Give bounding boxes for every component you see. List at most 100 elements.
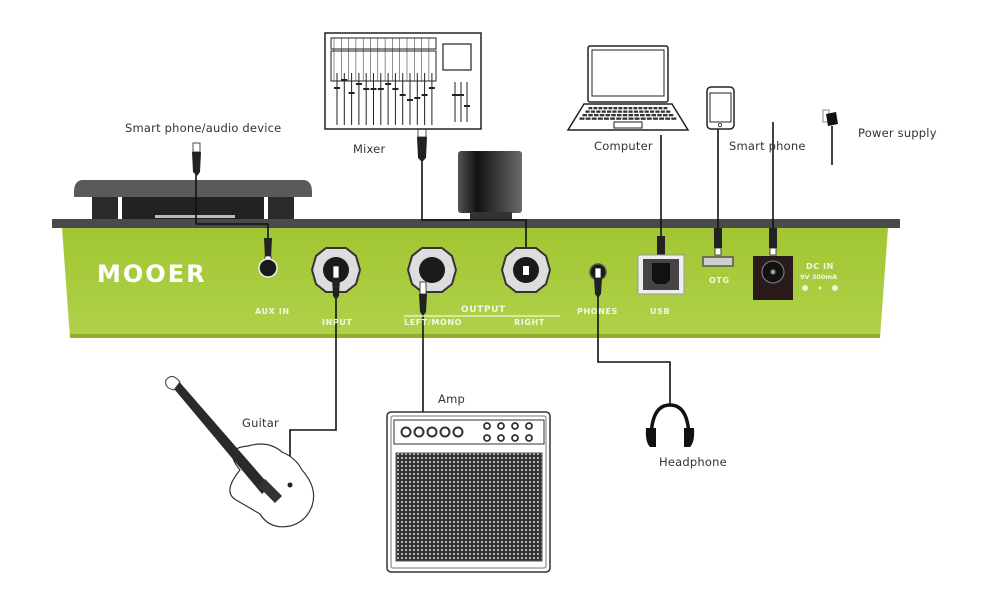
usb-port (637, 254, 685, 295)
laptop-key (588, 107, 593, 110)
amp-knob (413, 426, 425, 438)
amp-small-knob (483, 434, 491, 442)
laptop-key (622, 117, 628, 120)
laptop-key (639, 110, 644, 113)
mixer-icon (324, 32, 482, 130)
port-label-left-mono: LEFT/MONO (404, 318, 463, 327)
power-supply-icon (822, 109, 838, 165)
laptop-key (634, 114, 639, 117)
laptop-key (604, 117, 609, 120)
laptop-key (611, 114, 616, 117)
amp-small-knob (483, 422, 491, 430)
laptop-key (607, 110, 612, 113)
polarity-dot-icon (818, 286, 822, 290)
dc-in-port (753, 256, 793, 300)
laptop-key (617, 110, 622, 113)
laptop-key (646, 117, 652, 120)
panel-bottom-edge (70, 334, 880, 338)
laptop-key (663, 114, 668, 117)
laptop-key (618, 107, 623, 110)
laptop-key (613, 107, 618, 110)
port-label-aux-in: AUX IN (255, 307, 290, 316)
aux-cable (195, 170, 269, 240)
laptop-key (671, 117, 677, 120)
output-left-jack (406, 247, 458, 293)
mixer-cable (421, 150, 527, 255)
laptop-key (665, 117, 671, 120)
laptop-key (628, 107, 633, 110)
laptop-key (590, 110, 596, 113)
laptop-key (612, 110, 617, 113)
laptop-key (591, 117, 597, 120)
amp-small-knob (525, 434, 533, 442)
expression-knob (458, 151, 522, 219)
laptop-key (650, 110, 655, 113)
laptop-key (596, 110, 601, 113)
port-label-phones: PHONES (577, 307, 618, 316)
polarity-plus-icon (832, 285, 838, 291)
laptop-key (640, 117, 646, 120)
plug-mixer (417, 127, 427, 162)
laptop-key (628, 117, 634, 120)
laptop-key (601, 110, 606, 113)
guitar-icon (165, 376, 315, 528)
laptop-key (645, 114, 651, 117)
port-label-right: RIGHT (514, 318, 545, 327)
port-label-output: OUTPUT (461, 305, 506, 315)
amp-small-knob (525, 422, 533, 430)
label-headphone: Headphone (659, 455, 727, 469)
port-label-otg: OTG (709, 276, 730, 285)
laptop-key (655, 110, 660, 113)
laptop-key (582, 114, 588, 117)
laptop-key (628, 110, 633, 113)
label-guitar: Guitar (242, 416, 279, 430)
laptop-key (599, 114, 605, 117)
amp-knob (426, 426, 438, 438)
laptop-key (663, 107, 668, 110)
laptop-key (598, 107, 603, 110)
otg-port (702, 256, 734, 267)
computer-icon (566, 45, 690, 131)
laptop-key (666, 110, 671, 113)
laptop-key (660, 110, 665, 113)
amp-small-knob (511, 434, 519, 442)
label-mixer: Mixer (353, 142, 386, 156)
laptop-key (622, 114, 628, 117)
laptop-key (585, 117, 591, 120)
laptop-key (633, 107, 638, 110)
laptop-key (651, 114, 657, 117)
laptop-key (603, 107, 608, 110)
device-holder (74, 180, 312, 219)
laptop-key (588, 114, 593, 117)
laptop-key (657, 114, 662, 117)
amp-small-knob (497, 434, 505, 442)
label-computer: Computer (594, 139, 653, 153)
laptop-key (648, 107, 653, 110)
amp-small-knob (497, 422, 505, 430)
laptop-key (644, 110, 649, 113)
laptop-key (640, 114, 645, 117)
laptop-key (616, 117, 622, 120)
port-label-input: INPUT (322, 318, 353, 327)
laptop-key (585, 110, 590, 113)
laptop-key (593, 107, 598, 110)
laptop-key (653, 117, 658, 120)
laptop-key (608, 107, 613, 110)
laptop-key (579, 117, 585, 120)
laptop-key (623, 110, 628, 113)
plug-otg (714, 228, 722, 256)
label-smartphone: Smart phone (729, 139, 806, 153)
plug-top-aux (192, 142, 201, 176)
laptop-key (623, 107, 628, 110)
laptop-key (605, 114, 611, 117)
bottom-plugs (332, 265, 602, 316)
headphone-cable (597, 290, 671, 405)
port-label-dc-in: DC IN (806, 262, 834, 271)
port-label-dc-spec: 9V 300mA (800, 273, 838, 281)
smartphone-icon (706, 86, 735, 130)
label-amp: Amp (438, 392, 465, 406)
top-plate (52, 219, 900, 228)
label-power-supply: Power supply (858, 126, 937, 140)
output-right-jack (500, 247, 552, 293)
